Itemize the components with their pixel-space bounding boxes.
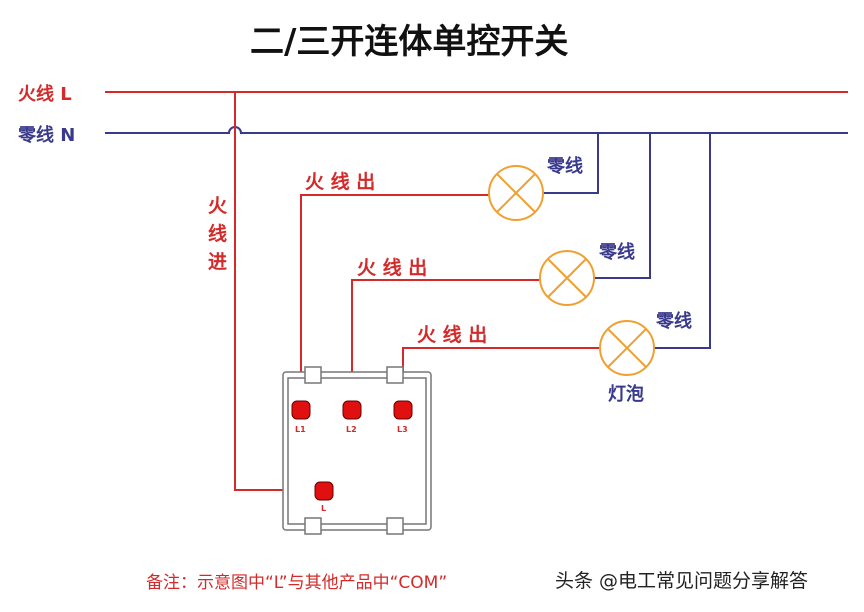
live-in-char: 火: [208, 195, 228, 217]
watermark: 头条 @电工常见问题分享解答: [555, 570, 809, 592]
live-in-char: 线: [208, 223, 228, 245]
live-out-label-2: 火 线 出: [357, 257, 428, 279]
neutral-wire-N: [105, 126, 848, 134]
terminal-L1: [291, 400, 311, 420]
terminal-label-L2: L2: [346, 425, 357, 434]
live-out-label-3: 火 线 出: [417, 324, 488, 346]
footnote: 备注：示意图中“L”与其他产品中“COM”: [146, 573, 448, 593]
neutral-label-3: 零线: [656, 311, 692, 332]
neutral-line-label: 零线 N: [18, 125, 76, 146]
page-title: 二/三开连体单控开关: [250, 22, 569, 62]
terminal-label-L1: L1: [295, 425, 306, 434]
neutral-label-2: 零线: [599, 242, 635, 263]
bulb-2: [539, 250, 595, 306]
terminal-label-L3: L3: [397, 425, 408, 434]
live-out-wire-3: [402, 347, 600, 400]
terminal-label-L: L: [321, 504, 327, 513]
switch-body: [282, 366, 432, 535]
live-in-label: 火 线 进: [208, 192, 227, 276]
live-line-label: 火线 L: [18, 84, 72, 105]
neutral-wire-1: [543, 133, 599, 194]
neutral-label-1: 零线: [547, 156, 583, 177]
live-in-char: 进: [208, 251, 228, 273]
terminal-L: [314, 481, 334, 501]
bulb-3: [599, 320, 655, 376]
bulb-label: 灯泡: [608, 384, 644, 405]
live-out-label-1: 火 线 出: [305, 171, 376, 193]
neutral-wire-3: [654, 133, 711, 349]
terminal-L3: [393, 400, 413, 420]
live-out-wire-2: [351, 279, 540, 400]
live-out-wire-1: [300, 194, 489, 400]
terminal-L2: [342, 400, 362, 420]
neutral-wire-2: [594, 133, 651, 279]
bulb-1: [488, 165, 544, 221]
